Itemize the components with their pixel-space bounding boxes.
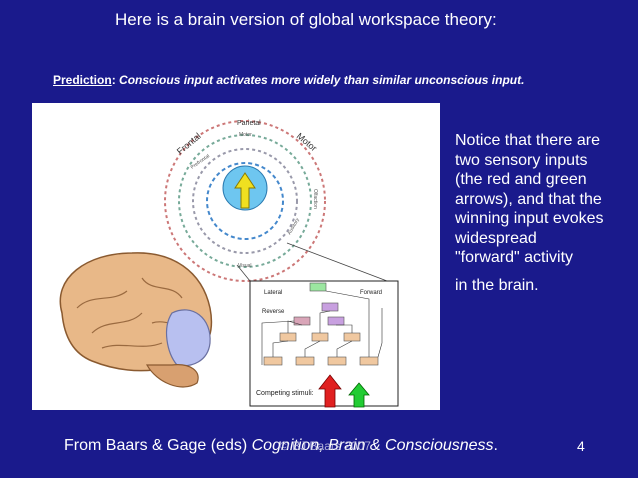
inset-network — [261, 282, 383, 366]
winning-input-arrow — [234, 172, 256, 209]
label-motor-small: Motor — [239, 132, 252, 138]
label-visual: Visual — [238, 263, 252, 269]
notice-text: Notice that there are two sensory inputs… — [455, 132, 604, 266]
prediction-line: Prediction: Conscious input activates mo… — [53, 73, 524, 87]
citation-book-title: Cognition, Brain & Consciousness — [251, 437, 494, 454]
prediction-separator: : — [111, 73, 120, 87]
brain-workspace-figure: Parietal Frontal Motor Motor Prefrontal … — [32, 103, 440, 410]
copyright-watermark: © BJ Baars 2007 — [280, 439, 371, 453]
label-lateral: Lateral — [264, 290, 282, 296]
slide-title: Here is a brain version of global worksp… — [115, 10, 497, 29]
label-forward: Forward — [360, 290, 382, 296]
connector-lines — [236, 242, 388, 282]
citation-suffix: . — [493, 437, 498, 454]
prediction-label: Prediction — [53, 73, 112, 87]
green-arrow — [348, 382, 370, 408]
citation-prefix: From Baars & Gage (eds) — [64, 437, 252, 454]
red-arrow — [318, 374, 342, 408]
label-frontal: Frontal — [175, 131, 203, 157]
notice-text-block: Notice that there are two sensory inputs… — [455, 131, 605, 295]
label-olfaction: Olfaction — [312, 189, 318, 209]
label-competing-stimuli: Competing stimuli: — [256, 390, 314, 397]
label-prefrontal: Prefrontal — [190, 153, 211, 170]
citation: From Baars & Gage (eds) Cognition, Brain… — [64, 437, 498, 455]
label-auditory: Auditory — [287, 217, 302, 236]
label-parietal: Parietal — [237, 120, 261, 127]
label-reverse: Reverse — [262, 309, 285, 315]
figure-svg: Parietal Frontal Motor Motor Prefrontal … — [59, 120, 399, 408]
page-number: 4 — [577, 438, 585, 454]
notice-tail: in the brain. — [455, 276, 539, 294]
prediction-text: Conscious input activates more widely th… — [119, 73, 525, 87]
brain-illustration — [59, 252, 213, 388]
